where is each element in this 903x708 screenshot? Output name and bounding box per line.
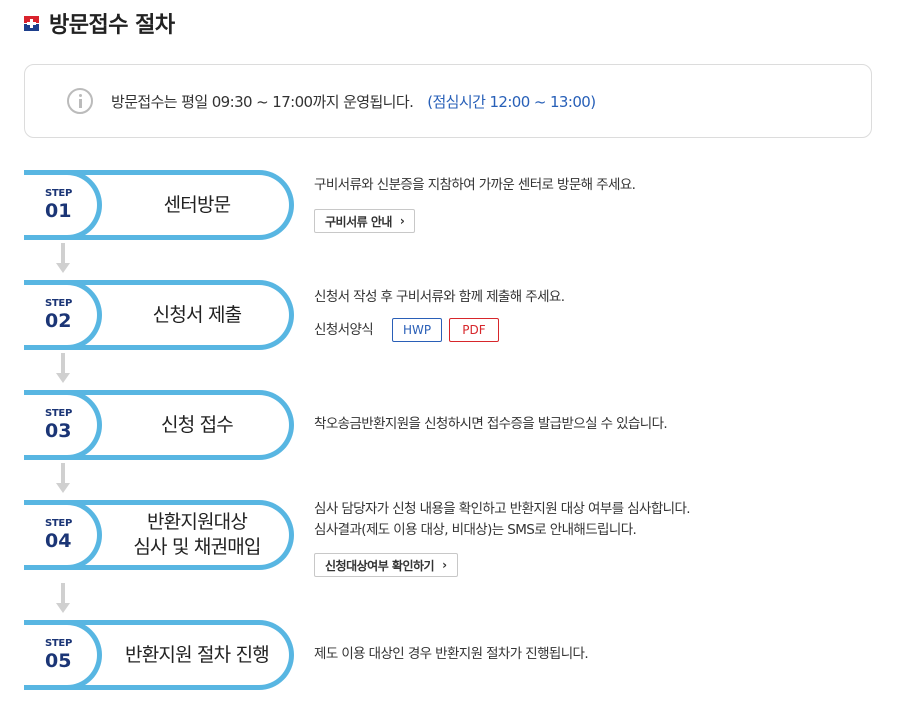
step-number: 03 xyxy=(45,420,72,442)
step-title: 반환지원 절차 진행 xyxy=(125,643,270,666)
notice-text: 방문접수는 평일 09:30 ~ 17:00까지 운영됩니다. xyxy=(111,92,414,111)
step-label: STEP xyxy=(45,408,72,419)
step-title: 반환지원대상 심사 및 채권매입 xyxy=(112,500,282,570)
info-icon xyxy=(67,88,93,114)
step-01: STEP 01 센터방문 xyxy=(24,170,294,240)
step-05: STEP 05 반환지원 절차 진행 xyxy=(24,620,294,690)
button-label: 구비서류 안내 xyxy=(325,214,392,229)
chevron-right-icon: › xyxy=(399,214,405,228)
logo-icon xyxy=(24,15,39,31)
step-title: 신청서 제출 xyxy=(152,303,242,326)
step-02-description: 신청서 작성 후 구비서류와 함께 제출해 주세요. xyxy=(314,289,565,305)
arrow-down-icon xyxy=(56,353,70,385)
step-number: 01 xyxy=(45,200,72,222)
step-badge: STEP 05 xyxy=(24,620,102,690)
step-title-line-1: 반환지원대상 xyxy=(146,511,248,533)
step-label: STEP xyxy=(45,188,72,199)
step-number: 02 xyxy=(45,310,72,332)
step-05-description: 제도 이용 대상인 경우 반환지원 절차가 진행됩니다. xyxy=(314,646,589,662)
step-label: STEP xyxy=(45,518,72,529)
pdf-download-button[interactable]: PDF xyxy=(449,318,499,342)
step-badge: STEP 01 xyxy=(24,170,102,240)
step-label: STEP xyxy=(45,638,72,649)
chevron-right-icon: › xyxy=(442,558,447,572)
step-badge: STEP 02 xyxy=(24,280,102,350)
step-badge: STEP 03 xyxy=(24,390,102,460)
arrow-down-icon xyxy=(56,583,70,615)
arrow-down-icon xyxy=(56,243,70,275)
notice-box: 방문접수는 평일 09:30 ~ 17:00까지 운영됩니다. (점심시간 12… xyxy=(24,64,872,138)
page-title: 방문접수 절차 xyxy=(49,13,175,38)
step-04: STEP 04 반환지원대상 심사 및 채권매입 xyxy=(24,500,294,570)
description-line-1: 심사 담당자가 신청 내용을 확인하고 반환지원 대상 여부를 심사합니다. xyxy=(314,501,691,517)
step-number: 04 xyxy=(45,530,72,552)
hwp-download-button[interactable]: HWP xyxy=(392,318,442,342)
arrow-down-icon xyxy=(56,463,70,495)
step-01-description: 구비서류와 신분증을 지참하여 가까운 센터로 방문해 주세요. xyxy=(314,177,636,193)
page-header: 방문접수 절차 xyxy=(24,8,175,38)
step-02: STEP 02 신청서 제출 xyxy=(24,280,294,350)
step-title: 신청 접수 xyxy=(161,413,234,436)
notice-lunch-time: (점심시간 12:00 ~ 13:00) xyxy=(427,92,596,111)
button-label: 신청대상여부 확인하기 xyxy=(325,558,435,573)
description-line-2: 심사결과(제도 이용 대상, 비대상)는 SMS로 안내해드립니다. xyxy=(314,522,637,538)
application-form-label: 신청서양식 xyxy=(314,322,374,338)
step-title-line-2: 심사 및 채권매입 xyxy=(133,536,261,558)
step-03: STEP 03 신청 접수 xyxy=(24,390,294,460)
step-03-description: 착오송금반환지원을 신청하시면 접수증을 발급받으실 수 있습니다. xyxy=(314,416,668,432)
eligibility-check-button[interactable]: 신청대상여부 확인하기 › xyxy=(314,553,458,577)
step-badge: STEP 04 xyxy=(24,500,102,570)
step-label: STEP xyxy=(45,298,72,309)
step-title: 센터방문 xyxy=(163,193,232,216)
required-documents-button[interactable]: 구비서류 안내 › xyxy=(314,209,416,233)
step-number: 05 xyxy=(45,650,72,672)
step-04-description: 심사 담당자가 신청 내용을 확인하고 반환지원 대상 여부를 심사합니다. 심… xyxy=(314,499,691,541)
